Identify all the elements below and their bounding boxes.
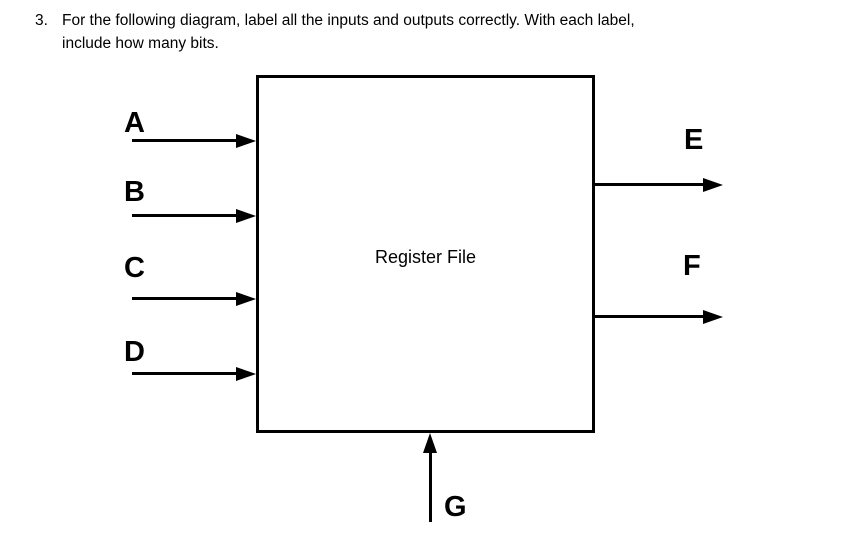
question: 3. For the following diagram, label all …: [35, 9, 635, 55]
arrow-shaft: [595, 183, 707, 186]
input-label-c: C: [124, 252, 145, 284]
input-arrow-b: [132, 209, 256, 223]
input-arrow-a: [132, 134, 256, 148]
register-file-label: Register File: [374, 247, 477, 267]
question-text-line-1: For the following diagram, label all the…: [62, 12, 635, 29]
arrowhead-right-icon: [236, 367, 256, 381]
arrow-shaft: [132, 139, 240, 142]
input-arrow-d: [132, 367, 256, 381]
input-label-g: G: [444, 491, 467, 523]
arrow-shaft: [132, 297, 240, 300]
output-label-f: F: [683, 250, 701, 282]
output-arrow-e: [595, 178, 723, 192]
question-text: For the following diagram, label all the…: [62, 9, 635, 55]
arrowhead-right-icon: [236, 292, 256, 306]
input-arrow-c: [132, 292, 256, 306]
arrow-shaft: [428, 443, 432, 522]
register-file-box: Register File: [256, 75, 595, 433]
question-text-line-2: include how many bits.: [62, 35, 219, 52]
output-label-e: E: [684, 124, 704, 156]
input-label-b: B: [124, 176, 145, 208]
arrowhead-right-icon: [236, 209, 256, 223]
arrowhead-right-icon: [236, 134, 256, 148]
input-label-d: D: [124, 336, 145, 368]
arrow-shaft: [132, 372, 240, 375]
question-number: 3.: [35, 12, 48, 29]
arrow-shaft: [595, 315, 707, 318]
arrowhead-right-icon: [703, 178, 723, 192]
arrowhead-right-icon: [703, 310, 723, 324]
input-label-a: A: [124, 107, 145, 139]
output-arrow-f: [595, 310, 723, 324]
arrow-shaft: [132, 214, 240, 217]
input-arrow-g: [423, 433, 437, 522]
